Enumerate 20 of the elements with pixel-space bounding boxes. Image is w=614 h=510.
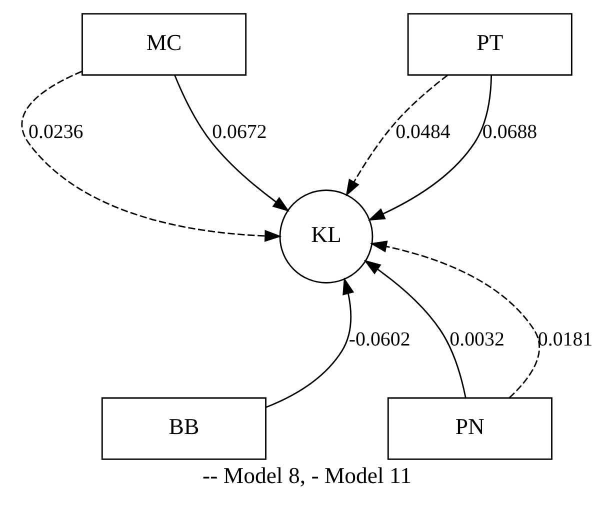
node-box: MC [82,13,247,76]
arrow [370,240,540,398]
edge-label: 0.0236 [28,120,84,143]
node-box: PT [407,13,572,76]
node-circle: KL [279,190,374,284]
arrow [174,74,290,212]
arrow [368,75,492,221]
node-box: PN [387,397,552,460]
arrow [21,70,282,242]
node-box: BB [101,397,266,460]
arrow [346,74,448,196]
edge-label: 0.0181 [538,328,593,351]
edge-label: 0.0032 [450,328,504,351]
edge-label: 0.0688 [482,120,538,143]
edge-label: 0.0484 [396,120,450,143]
arrow [364,260,466,398]
edge-label: -0.0602 [348,328,410,351]
edge-label: 0.0672 [212,120,267,143]
arrow [266,277,354,408]
caption: -- Model 8, - Model 11 [202,463,412,488]
